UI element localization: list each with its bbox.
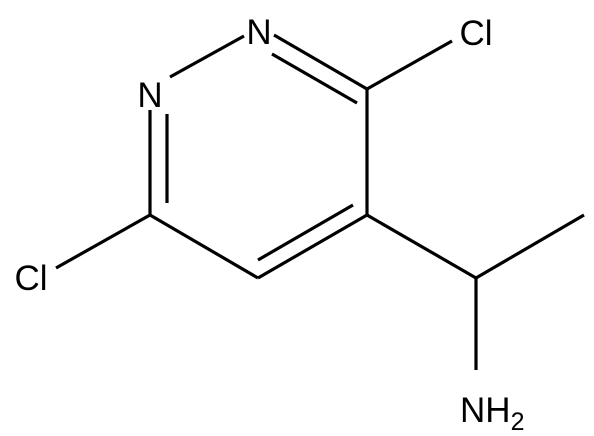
bond-c6-cl	[55, 213, 151, 270]
bond-c4-c5-inner	[257, 203, 354, 262]
atom-n-left: N	[137, 76, 162, 115]
atom-nh2-main: NH	[460, 391, 511, 430]
bond-n-n	[169, 34, 245, 79]
bond-n-c3-inner	[271, 52, 358, 105]
bond-c4-ch	[366, 213, 477, 280]
atom-labels: N N Cl Cl NH2	[14, 13, 524, 436]
bond-c5-c6	[149, 213, 259, 280]
bond-n-c3	[273, 33, 368, 91]
atom-n-top: N	[246, 13, 271, 52]
atom-nh2: NH2	[460, 391, 524, 436]
bond-c4-c5	[257, 213, 368, 280]
atom-cl-left: Cl	[14, 259, 47, 298]
bond-ch-ch3	[475, 213, 585, 280]
bond-lines	[55, 33, 585, 370]
bond-c3-cl	[366, 39, 453, 91]
atom-cl-right: Cl	[459, 14, 492, 53]
atom-nh2-subscript: 2	[511, 408, 525, 436]
